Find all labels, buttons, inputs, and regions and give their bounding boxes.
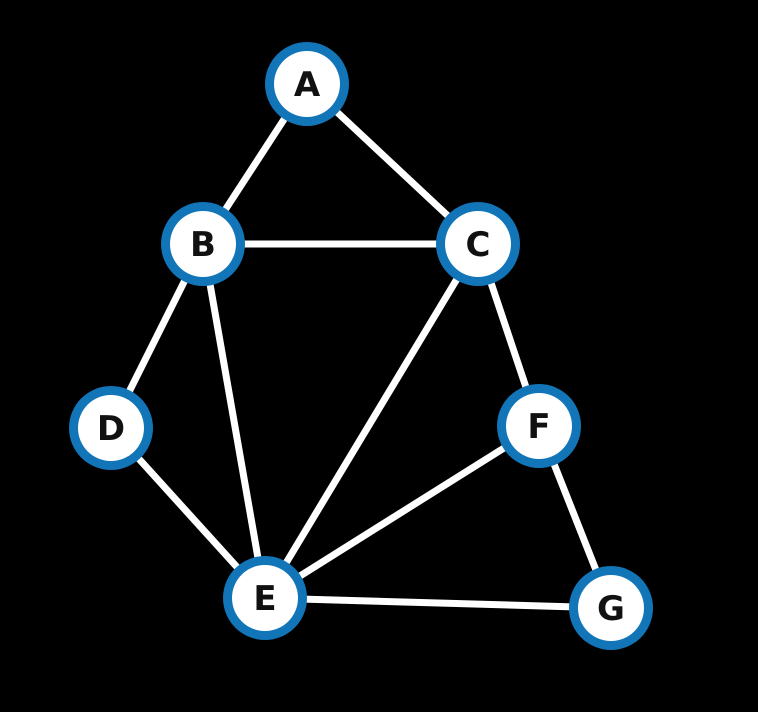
node-label: G (597, 589, 625, 629)
node-label: C (466, 225, 491, 265)
node-core (445, 211, 511, 277)
node-core (578, 575, 644, 641)
node-a: A (265, 42, 349, 126)
edge-e-g (261, 594, 615, 612)
node-f: F (497, 384, 581, 468)
node-layer: A B C D E F G (69, 42, 653, 650)
node-core (170, 211, 236, 277)
edge-c-e (261, 240, 482, 602)
node-c: C (436, 202, 520, 286)
node-core (78, 395, 144, 461)
node-label: A (294, 65, 321, 105)
node-core (506, 393, 572, 459)
node-label: B (190, 225, 216, 265)
node-core (274, 51, 340, 117)
edge-e-f (261, 422, 543, 602)
node-label: E (253, 579, 276, 619)
node-e: E (223, 556, 307, 640)
node-b: B (161, 202, 245, 286)
edge-b-e (199, 240, 269, 602)
edge-layer (107, 80, 615, 612)
node-core (232, 565, 298, 631)
node-d: D (69, 386, 153, 470)
node-label: F (527, 407, 550, 447)
node-g: G (569, 566, 653, 650)
node-label: D (97, 409, 125, 449)
